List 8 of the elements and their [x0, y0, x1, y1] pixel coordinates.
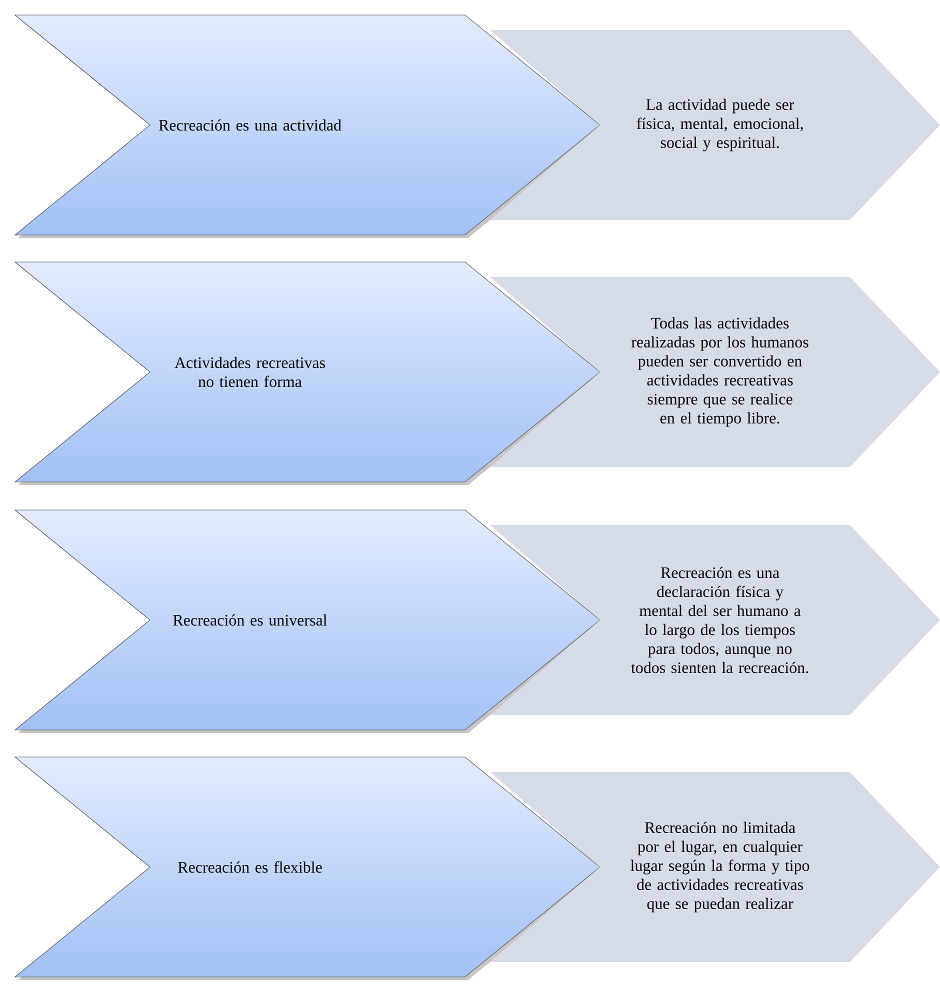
chevron-box: Recreación es una actividad [14, 14, 603, 238]
chevron-box: Todas las actividades realizadas por los humanos pueden ser convertido en actividades recreativas siempre que se realice en el tiempo libre. [490, 277, 940, 467]
chevron-box: Actividades recreativas no tienen forma [14, 262, 603, 485]
chevron-box: Recreación es universal [14, 510, 603, 733]
chevron-box: La actividad puede ser física, mental, emocional, social y espiritual. [490, 30, 940, 220]
chevron-box: Recreación es flexible [14, 756, 603, 980]
chevron-box: Recreación no limitada por el lugar, en cualquier lugar según la forma y tipo de actividades recreativas que se puedan realizar [490, 772, 940, 962]
chevron-box: Recreación es una declaración física y mental del ser humano a lo largo de los tiempos para todos, aunque no todos sienten la recreación. [490, 525, 940, 715]
